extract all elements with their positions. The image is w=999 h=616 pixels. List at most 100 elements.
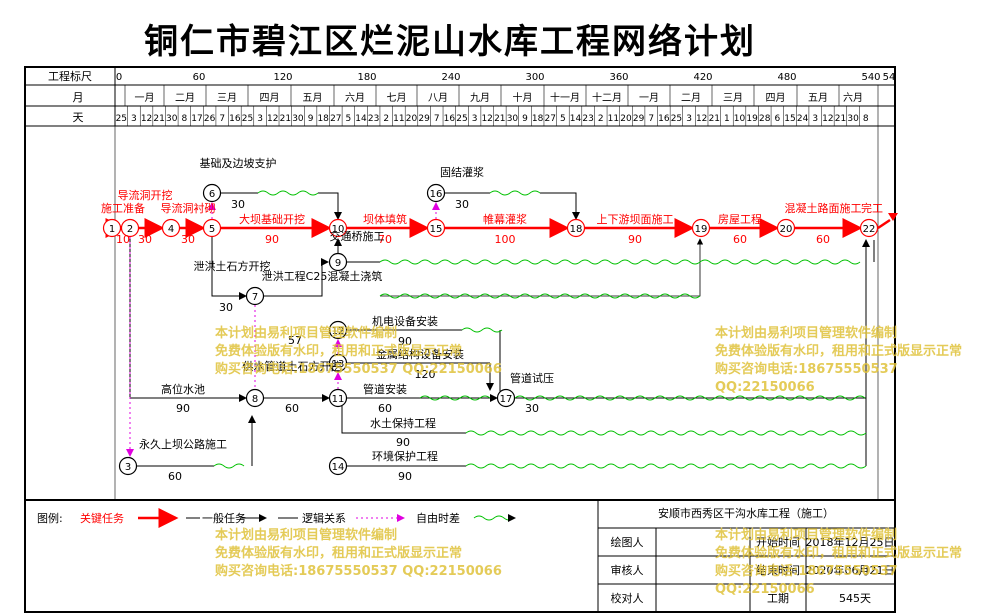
month-cell: 十月 [513,91,533,104]
day-cell: 25 [242,114,253,124]
day-cell: 17 [191,114,202,124]
month-cell: 六月 [843,92,863,104]
day-cell: 11 [393,114,404,124]
day-cell: 5 [560,114,566,124]
month-cell: 八月 [428,92,448,104]
task-label: 环境保护工程 [372,449,438,463]
node-circle [426,183,446,203]
day-cell: 3 [131,114,137,124]
node-number: 1 [109,224,115,235]
node-number: 8 [252,394,258,405]
day-cell: 9 [308,114,314,124]
checker-label: 校对人 [611,591,644,605]
node-number: 17 [500,394,513,405]
task-duration: 30 [455,198,469,211]
node-number: 14 [332,462,345,473]
day-cell: 21 [709,114,720,124]
node-circle [566,218,586,238]
day-cell: 2 [598,114,604,124]
node-circle [202,218,222,238]
task-duration: 90 [628,233,642,246]
day-cell: 27 [330,114,341,124]
day-cell: 25 [116,114,127,124]
day-cell: 21 [835,114,846,124]
month-cell: 四月 [260,92,280,104]
info-block [597,500,895,612]
legend-normal: 一般任务 [202,512,246,525]
scale-tick: 540 [861,72,880,83]
node-number: 2 [127,224,133,235]
node-circle [328,252,348,272]
day-cell: 30 [166,114,178,124]
task-label: 水土保持工程 [370,416,436,430]
critical-labels: 施工准备 10 导流洞开挖 30 导流洞衬砌 30 大坝基础开挖 90 坝体填筑… [101,188,883,246]
task-duration: 100 [495,233,516,246]
logic-relations [126,202,440,457]
node-circle [120,218,140,238]
day-cell: 1 [724,114,730,124]
task-duration: 30 [525,402,539,415]
legend: 图例: 关键任务 一般任务 逻辑关系 自由时差 [37,508,516,528]
month-cell: 四月 [766,92,786,104]
day-cell: 6 [775,114,781,124]
task-label: 固结灌浆 [440,165,484,179]
month-cell: 十一月 [550,91,580,104]
watermark: 本计划由易利项目管理软件编制免费体验版有水印，租用和正式版显示正常购买咨询电话:… [215,528,502,579]
node-circle [859,218,879,238]
task-label: 帷幕灌浆 [483,212,527,226]
day-cell: 16 [658,114,670,124]
task-duration: 57 [288,334,302,347]
task-label: 机电设备安装 [372,314,438,328]
day-cell: 30 [507,114,519,124]
task-duration: 90 [398,335,412,348]
scale-tick: 300 [525,72,544,83]
end-flag-icon [888,213,898,221]
scale-tick: 360 [609,72,628,83]
month-cell: 九月 [470,92,490,104]
scale-tick: 420 [693,72,712,83]
day-cell: 28 [759,114,771,124]
task-duration: 90 [265,233,279,246]
legend-float: 自由时差 [416,511,460,525]
task-duration: 120 [415,368,436,381]
watermark: 本计划由易利项目管理软件编制免费体验版有水印，租用和正式版显示正常购买咨询电话:… [215,326,502,377]
task-duration: 60 [168,470,182,483]
node-number: 10 [332,224,345,235]
day-cell: 5 [346,114,352,124]
outer-frame [24,66,896,613]
task-duration: 60 [378,402,392,415]
day-cell: 20 [406,114,418,124]
node-number: 9 [335,258,341,269]
node-circle [328,456,348,476]
end-label: 结束时间 [756,564,800,577]
month-cell: 五月 [808,92,828,104]
scale-tick: 60 [193,72,206,83]
scale-tick: 480 [777,72,796,83]
day-cell: 7 [648,114,654,124]
node-number: 13 [332,359,345,370]
day-cell: 3 [686,114,692,124]
task-label: 施工准备 [101,201,145,215]
day-cell: 21 [494,114,505,124]
task-duration: 30 [181,233,195,246]
task-label: 泄洪工程C25混凝土浇筑 [262,269,383,283]
node-number: 6 [209,189,215,200]
day-cell: 7 [219,114,225,124]
task-label: 管道安装 [363,382,407,396]
day-cell: 26 [204,114,216,124]
node-number: 22 [863,224,876,235]
day-cell: 29 [633,114,645,124]
day-cell: 8 [863,114,869,124]
month-cell: 二月 [681,92,701,104]
info-text: 安顺市西秀区干沟水库工程（施工） 绘图人 审核人 校对人 开始时间 2018年1… [611,506,895,605]
node-circle [328,320,348,340]
month-label: 月 [73,91,84,104]
day-cell: 21 [280,114,291,124]
day-cell: 27 [545,114,556,124]
day-cell: 12 [267,114,278,124]
task-duration: 10 [116,233,130,246]
month-cell: 十二月 [592,91,622,104]
node-circle [328,353,348,373]
